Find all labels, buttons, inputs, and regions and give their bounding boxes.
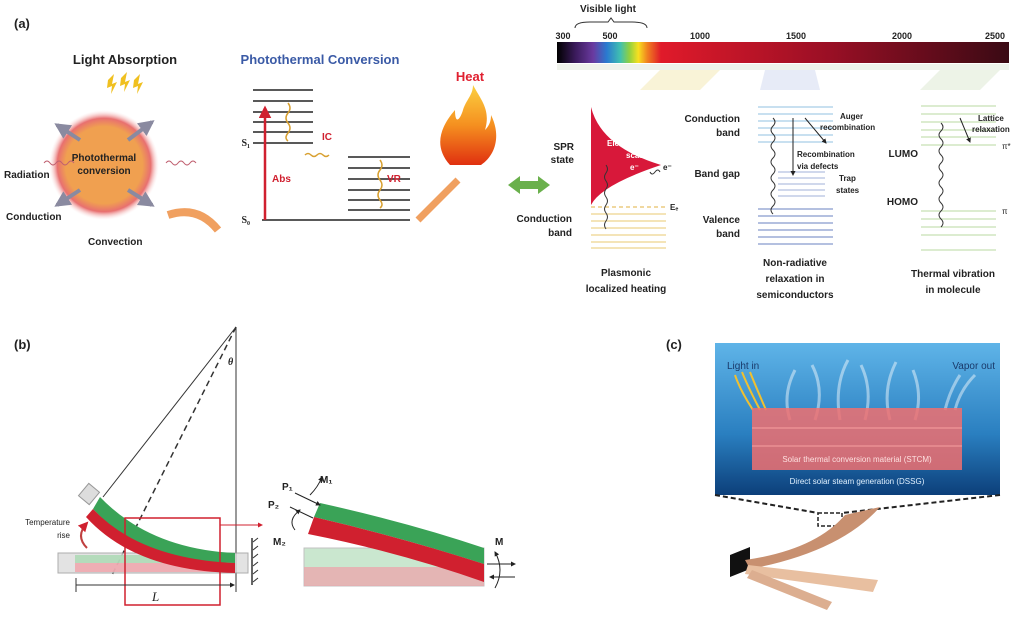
- dssg-label: Direct solar steam generation (DSSG): [790, 477, 925, 486]
- spectrum-projections: [557, 64, 1009, 90]
- semiconductor-diagram: Conduction band Band gap Valence band Au…: [684, 106, 875, 301]
- recomb-defects-label-2: via defects: [797, 162, 839, 171]
- pi-label: π: [1002, 207, 1008, 216]
- vapor-out-label: Vapor out: [952, 361, 995, 372]
- semi-title-3: semiconductors: [756, 290, 834, 301]
- lightning-icon: [107, 72, 143, 94]
- p1-label: P₁: [282, 482, 293, 493]
- bilayer-bending-diagram: θ Temperature rise L: [25, 326, 263, 606]
- flame-icon: [440, 85, 497, 165]
- photothermal-conversion-title: Photothermal Conversion: [241, 52, 400, 67]
- flow-arrow: [166, 208, 222, 233]
- lumo-label: LUMO: [889, 149, 919, 160]
- spectrum-bar: [557, 42, 1009, 63]
- radiation-label: Radiation: [4, 170, 50, 181]
- spr-state-label-1: SPR: [553, 142, 574, 153]
- semi-cb-label-2: band: [716, 128, 740, 139]
- visible-brace: [574, 17, 648, 29]
- plasmonic-cb-label-2: band: [548, 228, 572, 239]
- panel-a-label: (a): [14, 16, 30, 31]
- m2-label: M₂: [273, 537, 286, 548]
- ee-scattering-label-1: Electron-electron: [607, 139, 673, 148]
- theta-label: θ: [228, 357, 234, 368]
- trap-states-label-2: states: [836, 186, 860, 195]
- sphere-label-1: Photothermal: [72, 153, 137, 164]
- light-absorption-title: Light Absorption: [73, 52, 177, 67]
- ic-label: IC: [322, 132, 332, 143]
- solar-steam-illustration: Light in Vapor out Solar thermal convers…: [714, 343, 1001, 610]
- vr-label: VR: [387, 174, 402, 185]
- spr-state-label-2: state: [551, 155, 575, 166]
- lattice-label-2: relaxation: [972, 125, 1010, 134]
- sphere-label-2: conversion: [77, 166, 130, 177]
- tick-2500: 2500: [985, 31, 1005, 41]
- auger-label-2: recombination: [820, 123, 875, 132]
- molecule-title-2: in molecule: [925, 285, 980, 296]
- band-gap-label: Band gap: [694, 169, 740, 180]
- panel-b-label: (b): [14, 337, 31, 352]
- tick-1500: 1500: [786, 31, 806, 41]
- m-label: M: [495, 537, 503, 548]
- molecule-diagram: LUMO HOMO π* π Lattice relaxation Therma…: [887, 105, 1011, 296]
- tick-2000: 2000: [892, 31, 912, 41]
- tick-300: 300: [555, 31, 570, 41]
- trap-states-label-1: Trap: [839, 174, 856, 183]
- tick-500: 500: [602, 31, 617, 41]
- homo-label: HOMO: [887, 197, 918, 208]
- heat-label: Heat: [456, 69, 485, 84]
- semi-title-2: relaxation in: [766, 274, 825, 285]
- radiation-wave: [165, 160, 197, 166]
- panel-c-label: (c): [666, 337, 682, 352]
- plasmonic-diagram: SPR state Electron-electron scattering e…: [516, 107, 678, 295]
- m1-label: M₁: [320, 475, 332, 486]
- tick-1000: 1000: [690, 31, 710, 41]
- auger-label-1: Auger: [840, 112, 863, 121]
- bilayer-detail-diagram: P₁ P₂ M₁ M₂ M: [268, 475, 516, 589]
- clamp: [730, 547, 750, 577]
- conduction-label: Conduction: [6, 212, 62, 223]
- temperature-rise-label-1: Temperature: [25, 518, 70, 527]
- s1-label: S₁: [241, 138, 250, 149]
- flow-arrow: [415, 177, 461, 223]
- temperature-rise-label-2: rise: [57, 531, 70, 540]
- visible-light-label: Visible light: [580, 4, 637, 15]
- s0-label: S₀: [241, 215, 250, 226]
- stcm-label: Solar thermal conversion material (STCM): [782, 455, 932, 464]
- length-label: L: [151, 589, 159, 604]
- electron-label: e⁻: [630, 163, 639, 172]
- fermi-level-label: Eₑ: [670, 203, 678, 212]
- molecule-title-1: Thermal vibration: [911, 269, 995, 280]
- radiation-wave: [43, 160, 75, 166]
- semi-title-1: Non-radiative: [763, 258, 827, 269]
- recomb-defects-label-1: Recombination: [797, 150, 855, 159]
- plasmonic-cb-label-1: Conduction: [516, 214, 572, 225]
- plasmonic-title-1: Plasmonic: [601, 268, 651, 279]
- spectrum-ticks: 300 500 1000 1500 2000 2500: [555, 31, 1005, 41]
- pi-star-label: π*: [1002, 142, 1011, 151]
- convection-label: Convection: [88, 237, 142, 248]
- light-in-label: Light in: [727, 361, 759, 372]
- abs-label: Abs: [272, 174, 291, 185]
- valence-band-label-2: band: [716, 229, 740, 240]
- lattice-label-1: Lattice: [978, 114, 1004, 123]
- sphere-diagram: Photothermal conversion Radiation Conduc…: [4, 72, 222, 248]
- jablonski-diagram: [253, 89, 410, 221]
- p2-label: P₂: [268, 500, 279, 511]
- heat-dissipation-arrows: [54, 120, 155, 207]
- plasmonic-title-2: localized heating: [586, 284, 667, 295]
- ee-scattering-label-2: scattering: [626, 151, 664, 160]
- double-arrow-icon: [508, 176, 550, 194]
- semi-cb-label-1: Conduction: [684, 114, 740, 125]
- electron-label: e⁻: [663, 163, 672, 172]
- valence-band-label-1: Valence: [703, 215, 741, 226]
